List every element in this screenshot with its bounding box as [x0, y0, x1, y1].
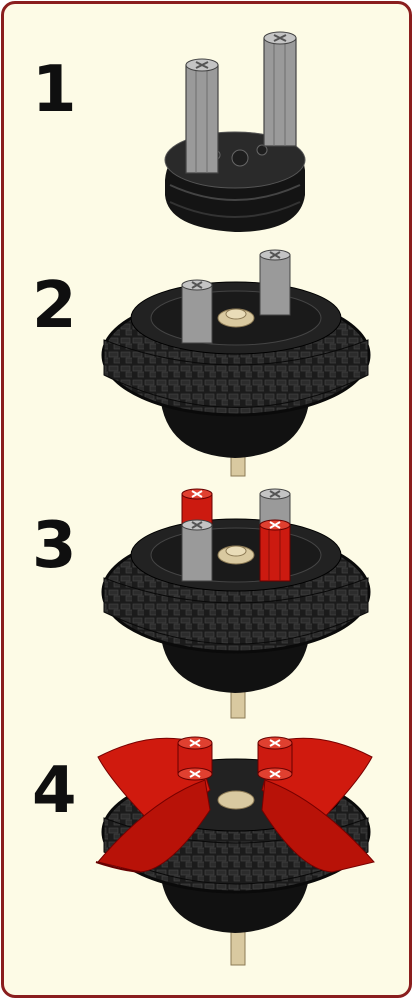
red-axle-icon — [258, 737, 292, 780]
gear-wheel-icon — [103, 519, 369, 652]
step-1-illustration — [165, 32, 305, 232]
axle-icon — [186, 59, 218, 173]
red-axle-icon — [260, 520, 290, 581]
step-3-illustration — [103, 489, 369, 718]
gear-wheel-icon — [103, 282, 369, 415]
red-axle-icon — [182, 489, 212, 524]
axle-icon — [182, 520, 212, 581]
tan-bushing-icon — [218, 309, 254, 327]
axle-icon — [260, 489, 290, 524]
axle-icon — [182, 280, 212, 343]
step-2-illustration — [103, 250, 369, 476]
red-axle-icon — [178, 737, 212, 780]
axle-icon — [264, 32, 296, 146]
tan-bushing-icon — [218, 546, 254, 564]
step-4-illustration — [96, 737, 374, 965]
axle-icon — [260, 250, 290, 315]
tan-bushing-icon — [218, 791, 254, 809]
